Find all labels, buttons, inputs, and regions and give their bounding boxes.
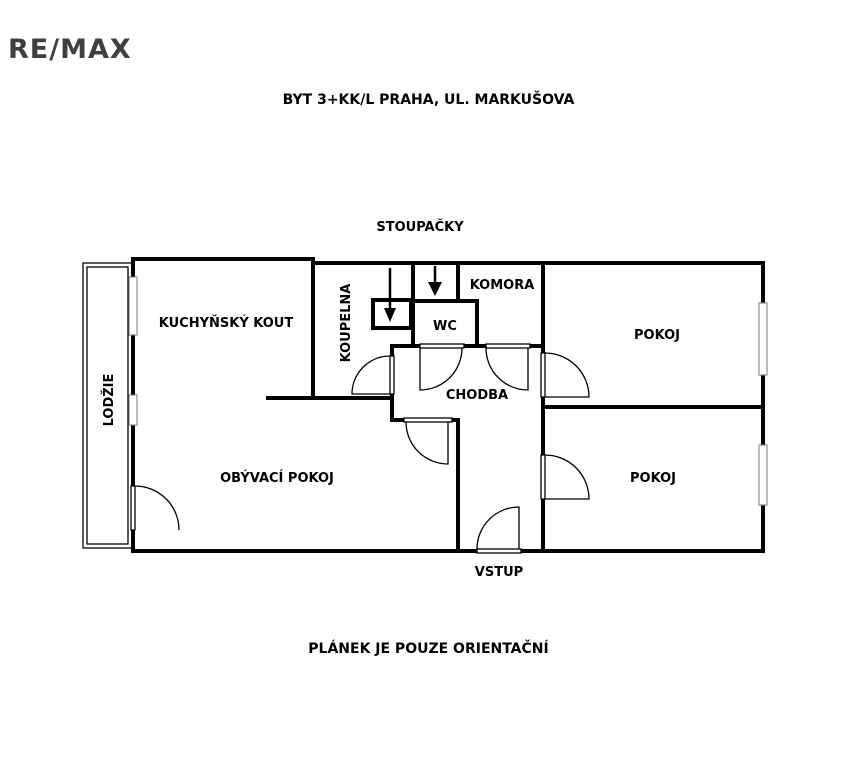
label-kuchynsky-kout: KUCHYŇSKÝ KOUT [159,315,294,331]
door-pokoj-lower [540,454,590,500]
label-koupelna: KOUPELNA [339,284,354,363]
door-living [403,417,453,465]
door-komora [485,343,531,391]
door-pokoj-upper [540,352,590,398]
loggia-inner-outline [86,266,129,545]
window-east-1 [758,302,768,376]
riser-arrow-right-icon [428,266,442,296]
remax-logo: RE/MAX [8,34,132,65]
door-wc [419,343,465,391]
label-komora: KOMORA [470,278,535,293]
label-chodba: CHODBA [446,388,508,403]
door-entrance [476,506,522,554]
window-west-2 [128,394,138,426]
label-stoupacky: STOUPAČKY [376,219,464,235]
label-wc: WC [433,319,457,334]
window-west-1 [128,276,138,336]
plan-title: BYT 3+KK/L PRAHA, UL. MARKUŠOVA [282,92,575,108]
window-east-2 [758,444,768,506]
door-bathroom [351,355,395,395]
disclaimer-note: PLÁNEK JE POUZE ORIENTAČNÍ [308,641,549,657]
label-pokoj-upper: POKOJ [634,328,680,343]
label-lodzie: LODŽIE [101,374,117,427]
riser-arrow-left-icon [384,268,396,322]
label-vstup: VSTUP [475,565,523,580]
door-loggia [130,485,180,531]
label-pokoj-lower: POKOJ [630,471,676,486]
label-obyvaci-pokoj: OBÝVACÍ POKOJ [220,470,334,486]
